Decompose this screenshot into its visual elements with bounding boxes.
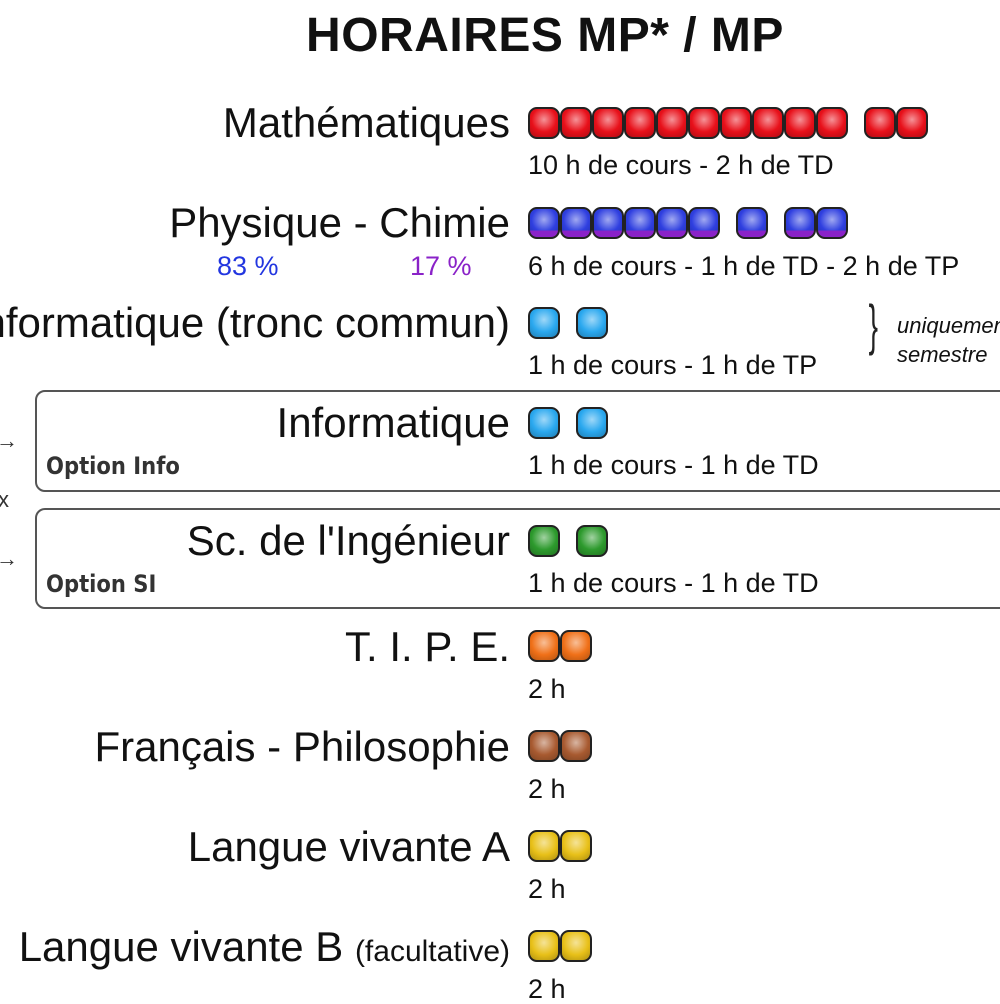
subject-suffix: (facultative) — [354, 935, 510, 968]
hour-block — [624, 107, 656, 139]
hour-block — [688, 207, 720, 239]
chimie-percent: 17 % — [410, 251, 472, 281]
hours-text: 1 h de cours - 1 h de TD — [528, 450, 819, 480]
hour-blocks — [528, 407, 608, 439]
hour-block — [560, 830, 592, 862]
hour-blocks — [528, 207, 848, 239]
subject-label: T. I. P. E. — [345, 623, 510, 670]
semester-note: uniquement semestre — [897, 313, 1000, 367]
hour-blocks — [528, 107, 928, 139]
hour-block — [864, 107, 896, 139]
hour-block — [528, 525, 560, 557]
page-title: HORAIRES MP* / MP — [306, 9, 784, 62]
subject-label: Physique - Chimie — [169, 199, 510, 246]
hour-block — [816, 107, 848, 139]
subject-label: Informatique (tronc commun) — [0, 299, 510, 346]
hour-block — [528, 307, 560, 339]
hour-block — [816, 207, 848, 239]
hour-block — [576, 407, 608, 439]
hour-blocks — [528, 630, 592, 662]
option-label: Option SI — [46, 570, 157, 598]
hour-block — [896, 107, 928, 139]
hours-text: 6 h de cours - 1 h de TD - 2 h de TP — [528, 251, 960, 281]
hour-block — [560, 730, 592, 762]
hour-blocks — [528, 730, 592, 762]
hour-block — [720, 107, 752, 139]
physique-percent: 83 % — [217, 251, 279, 281]
brace-icon: } — [868, 293, 879, 356]
hours-text: 1 h de cours - 1 h de TP — [528, 350, 818, 380]
hour-block — [576, 525, 608, 557]
hour-block — [736, 207, 768, 239]
hours-text: 10 h de cours - 2 h de TD — [528, 150, 834, 180]
hours-text: 1 h de cours - 1 h de TD — [528, 568, 819, 598]
hour-block — [560, 107, 592, 139]
subject-label: Mathématiques — [222, 99, 510, 146]
hours-text: 2 h — [528, 674, 566, 704]
hour-block — [784, 107, 816, 139]
hour-block — [528, 830, 560, 862]
arrow-icon: → — [0, 428, 18, 453]
subject-name: Langue vivante B — [18, 923, 344, 970]
hour-block — [560, 630, 592, 662]
hour-block — [528, 107, 560, 139]
hour-block — [752, 107, 784, 139]
hour-block — [656, 107, 688, 139]
hour-blocks — [528, 307, 608, 339]
hour-blocks — [528, 525, 608, 557]
hour-block — [656, 207, 688, 239]
hour-block — [560, 930, 592, 962]
hours-text: 2 h — [528, 874, 566, 904]
choice-separator: x — [0, 487, 9, 512]
hour-block — [624, 207, 656, 239]
hour-block — [528, 207, 560, 239]
hour-block — [784, 207, 816, 239]
subject-label: Français - Philosophie — [94, 723, 510, 770]
hour-block — [688, 107, 720, 139]
hour-block — [528, 407, 560, 439]
hour-block — [592, 207, 624, 239]
subject-label: Langue vivante A — [187, 823, 510, 870]
hours-text: 2 h — [528, 774, 566, 804]
hour-block — [592, 107, 624, 139]
subject-label: Informatique — [276, 399, 510, 446]
hour-block — [528, 930, 560, 962]
subject-label: Langue vivante B (facultative) — [19, 926, 510, 968]
hour-blocks — [528, 930, 592, 962]
option-si-box — [35, 508, 1000, 609]
arrow-icon: → — [0, 546, 18, 571]
hour-block — [576, 307, 608, 339]
option-label: Option Info — [46, 452, 180, 480]
hours-text: 2 h — [528, 974, 566, 1004]
hour-block — [528, 730, 560, 762]
subject-label: Sc. de l'Ingénieur — [186, 517, 510, 564]
hour-block — [528, 630, 560, 662]
hour-block — [560, 207, 592, 239]
hour-blocks — [528, 830, 592, 862]
option-info-box — [35, 390, 1000, 492]
